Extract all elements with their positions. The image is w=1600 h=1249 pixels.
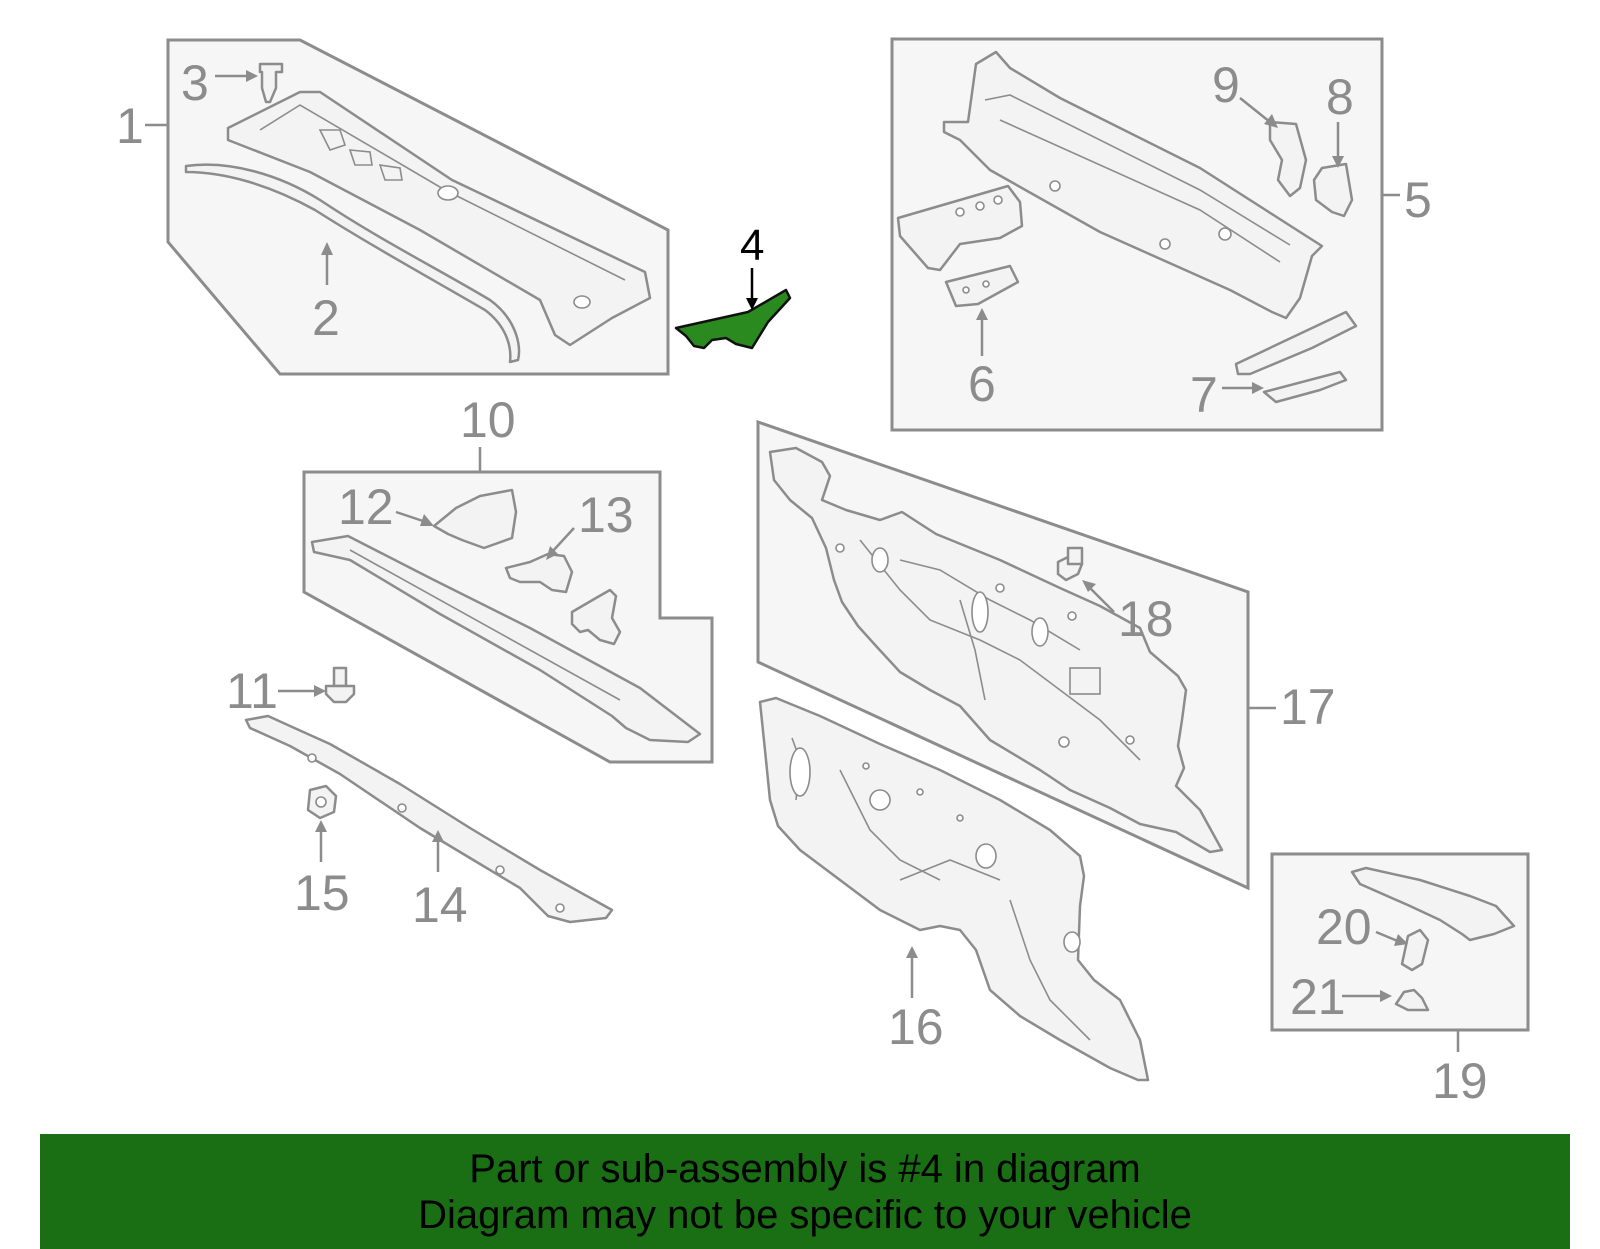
callout-18: 18	[1118, 591, 1174, 647]
banner-line-part: Part or sub-assembly is #4 in diagram	[469, 1147, 1141, 1191]
callout-2: 2	[312, 290, 340, 346]
banner-line-disclaimer: Diagram may not be specific to your vehi…	[418, 1193, 1192, 1237]
part-3-clip	[258, 62, 284, 104]
part-13-clip	[570, 588, 622, 646]
part-19-bracket	[1350, 866, 1516, 942]
callout-14: 14	[412, 877, 468, 933]
callout-20: 20	[1316, 899, 1372, 955]
group-1-cowl-top: 1 3 2	[116, 38, 670, 376]
callout-7: 7	[1190, 367, 1218, 423]
callout-19: 19	[1432, 1053, 1488, 1109]
part-1-cowl-panel	[226, 90, 652, 347]
part-2-seal	[184, 163, 521, 364]
callout-3: 3	[181, 55, 209, 111]
part-12-bracket	[432, 488, 518, 550]
part-20-bolt	[1400, 928, 1430, 972]
part-15-nut	[306, 784, 338, 820]
callout-16: 16	[888, 999, 944, 1055]
part-8-bracket	[1312, 162, 1354, 218]
part-18-bolt	[1056, 546, 1084, 582]
part-4-highlighted: 4	[674, 221, 792, 350]
part-5-cowl-inner	[942, 50, 1324, 320]
part-13-bracket	[504, 552, 574, 594]
callout-12: 12	[338, 479, 394, 535]
group-17-dash-panel: 18 17	[756, 419, 1336, 891]
part-21-clip	[1394, 988, 1430, 1012]
callout-11: 11	[226, 663, 278, 719]
part-16-shape	[758, 696, 1150, 1082]
callout-5: 5	[1404, 172, 1432, 228]
part-16-insulator: 16	[758, 696, 1150, 1082]
callout-10: 10	[460, 392, 516, 448]
callout-8: 8	[1326, 69, 1354, 125]
part-4-shape	[674, 288, 792, 350]
group-5-cowl-reinforcement: 9 8 5 6 7	[890, 37, 1432, 432]
part-6-plate	[944, 264, 1020, 308]
part-7-rail	[1234, 310, 1358, 376]
part-6-bracket	[896, 184, 1024, 272]
group-14-reinforcement: 11 15 14	[226, 663, 614, 933]
info-banner: Part or sub-assembly is #4 in diagram Di…	[40, 1134, 1570, 1249]
callout-21: 21	[1290, 969, 1346, 1025]
callout-1: 1	[116, 98, 144, 154]
callout-4: 4	[740, 221, 764, 270]
part-14-bar	[244, 714, 614, 924]
callout-15: 15	[294, 865, 350, 921]
callout-17: 17	[1280, 679, 1336, 735]
part-7-plate	[1262, 370, 1348, 404]
group-10-cowl-brace: 10 12 13	[302, 392, 714, 764]
callout-9: 9	[1212, 57, 1240, 113]
callout-6: 6	[968, 356, 996, 412]
group-19: 20 21 19	[1270, 852, 1530, 1109]
part-9-bracket	[1268, 120, 1308, 198]
callout-13: 13	[578, 487, 634, 543]
part-11-bolt	[324, 666, 356, 704]
